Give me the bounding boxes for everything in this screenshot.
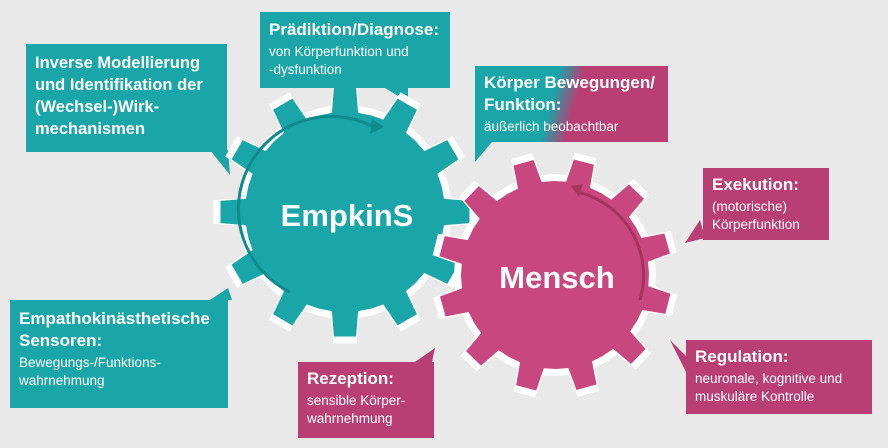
execution-callout: Exekution: (motorische) Körperfunktion <box>703 168 829 240</box>
reception-callout-desc: sensible Körper-wahrnehmung <box>307 393 406 426</box>
gear-empkins-arrow-head <box>370 119 384 134</box>
sensors-callout: Empathokinästhetische Sensoren: Bewegung… <box>10 300 228 408</box>
regulation-callout-desc: neuronale, kognitive und muskuläre Kontr… <box>695 371 843 404</box>
modelling-callout: Inverse Modellierung und Identifikation … <box>26 44 227 152</box>
gear-empkins-body <box>220 87 470 337</box>
body-callout-title: Körper Bewegungen/ Funktion: <box>484 73 655 114</box>
body-callout-desc: äußerlich beobachtbar <box>484 119 619 134</box>
regulation-callout: Regulation: neuronale, kognitive und mus… <box>686 340 872 414</box>
regulation-callout-tail <box>670 340 686 372</box>
regulation-callout-title: Regulation: <box>695 347 789 366</box>
body-callout: Körper Bewegungen/ Funktion: äußerlich b… <box>475 66 668 142</box>
empkins-gear-label: EmpkinS <box>280 198 414 233</box>
gear-mensch-arrow-head <box>571 184 583 197</box>
sensors-callout-title: Empathokinästhetische Sensoren: <box>19 309 210 350</box>
prediction-callout-desc: von Körperfunktion und -dysfunktion <box>269 44 409 77</box>
execution-callout-title: Exekution: <box>712 175 799 194</box>
reception-callout-title: Rezeption: <box>307 369 394 388</box>
reception-callout-tail <box>415 348 435 362</box>
gear-empkins-rotation-arrow <box>236 114 373 294</box>
modelling-callout-title: Inverse Modellierung und Identifikation … <box>35 54 203 138</box>
mensch-gear-label: Mensch <box>499 260 615 295</box>
empkins-gear <box>213 80 477 344</box>
prediction-callout-title: Prädiktion/Diagnose: <box>269 20 440 39</box>
sensors-callout-desc: Bewegungs-/Funktions-wahrnehmung <box>19 355 161 388</box>
modelling-callout-tail <box>210 150 230 175</box>
gear-mensch-rotation-arrow <box>577 190 646 301</box>
execution-callout-tail <box>685 220 705 243</box>
mensch-gear <box>432 152 678 398</box>
reception-callout: Rezeption: sensible Körper-wahrnehmung <box>298 362 434 438</box>
execution-callout-desc: (motorische) Körperfunktion <box>712 199 800 232</box>
sensors-callout-tail <box>210 288 232 300</box>
gear-mensch-body <box>439 159 671 391</box>
prediction-callout: Prädiktion/Diagnose: von Körperfunktion … <box>260 12 450 88</box>
body-callout-tail <box>475 142 492 162</box>
